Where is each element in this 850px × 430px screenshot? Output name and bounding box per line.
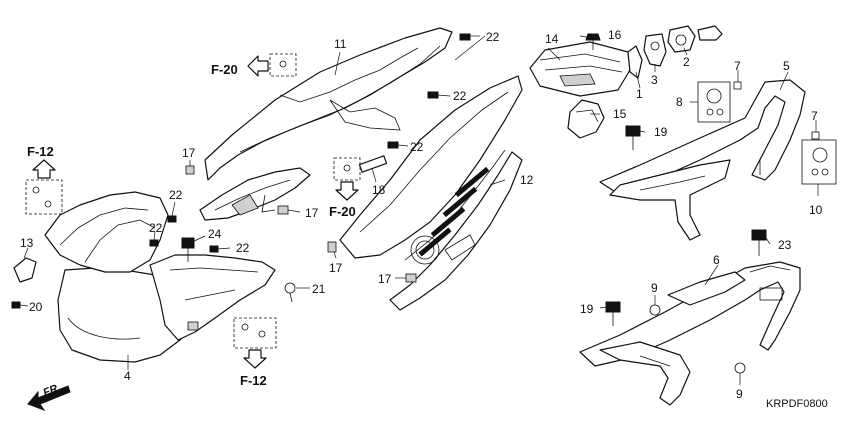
part-15-hinge xyxy=(567,99,605,139)
callout-14: 14 xyxy=(545,32,559,46)
part-6-carrier xyxy=(579,261,801,406)
callout-9: 9 xyxy=(651,281,658,295)
callout-23: 23 xyxy=(778,238,792,252)
callout-22: 22 xyxy=(410,140,424,154)
reference-f20: F-20 xyxy=(211,62,238,77)
callout-11: 11 xyxy=(334,37,347,51)
reference-boxes xyxy=(25,53,361,349)
part-5-grab-rail xyxy=(599,79,806,241)
callout-22: 22 xyxy=(149,221,163,235)
arrow-up-icon xyxy=(32,159,56,179)
callout-3: 3 xyxy=(651,73,658,87)
callout-9: 9 xyxy=(736,387,743,401)
callout-5: 5 xyxy=(783,59,790,73)
callout-17: 17 xyxy=(329,261,343,275)
diagram-code: KRPDF0800 xyxy=(766,398,828,410)
reference-f20: F-20 xyxy=(329,204,356,219)
part-3-lock-bracket xyxy=(643,33,667,67)
arrow-down-icon xyxy=(335,181,359,201)
part-16-screw xyxy=(585,33,601,50)
callout-1: 1 xyxy=(636,87,643,101)
part-11-rear-cowl xyxy=(199,27,453,221)
callout-22: 22 xyxy=(486,30,500,44)
callout-21: 21 xyxy=(312,282,326,296)
reference-arrows xyxy=(27,55,359,412)
callout-2: 2 xyxy=(683,55,690,69)
callout-4: 4 xyxy=(124,369,131,383)
callout-19: 19 xyxy=(580,302,594,316)
part-4-front-cowl xyxy=(44,191,276,363)
callout-12: 12 xyxy=(520,173,534,187)
part-10-grommet-set xyxy=(801,139,837,185)
callout-16: 16 xyxy=(608,28,622,42)
callouts: 11 22 22 22 12 14 16 15 1 3 2 5 7 8 7 10… xyxy=(20,28,823,401)
callout-24: 24 xyxy=(208,227,222,241)
part-12-side-cover xyxy=(339,75,523,311)
callout-17: 17 xyxy=(305,206,319,220)
callout-7: 7 xyxy=(811,109,818,123)
arrow-down-icon xyxy=(243,349,267,369)
callout-13: 13 xyxy=(20,236,34,250)
hardware-parts xyxy=(11,33,820,374)
callout-19: 19 xyxy=(654,125,668,139)
callout-18: 18 xyxy=(372,183,386,197)
callout-17: 17 xyxy=(378,272,392,286)
callout-20: 20 xyxy=(29,300,43,314)
part-8-grommet-set xyxy=(697,81,731,123)
reference-labels: F-20 F-20 F-12 F-12 xyxy=(27,62,356,388)
callout-17: 17 xyxy=(182,146,196,160)
arrow-left-icon xyxy=(247,55,269,77)
callout-8: 8 xyxy=(676,95,683,109)
part-2-key-cylinder xyxy=(667,25,723,53)
callout-15: 15 xyxy=(613,107,627,121)
callout-7: 7 xyxy=(734,59,741,73)
front-arrow-icon xyxy=(27,385,71,412)
reference-f12: F-12 xyxy=(27,144,54,159)
callout-22: 22 xyxy=(236,241,250,255)
leader-lines xyxy=(19,35,819,385)
callout-6: 6 xyxy=(713,253,720,267)
callout-22: 22 xyxy=(169,188,183,202)
part-14-tool-box xyxy=(529,41,631,97)
callout-10: 10 xyxy=(809,203,823,217)
callout-22: 22 xyxy=(453,89,467,103)
part-1-lock-cable xyxy=(627,45,643,79)
reference-f12: F-12 xyxy=(240,373,267,388)
